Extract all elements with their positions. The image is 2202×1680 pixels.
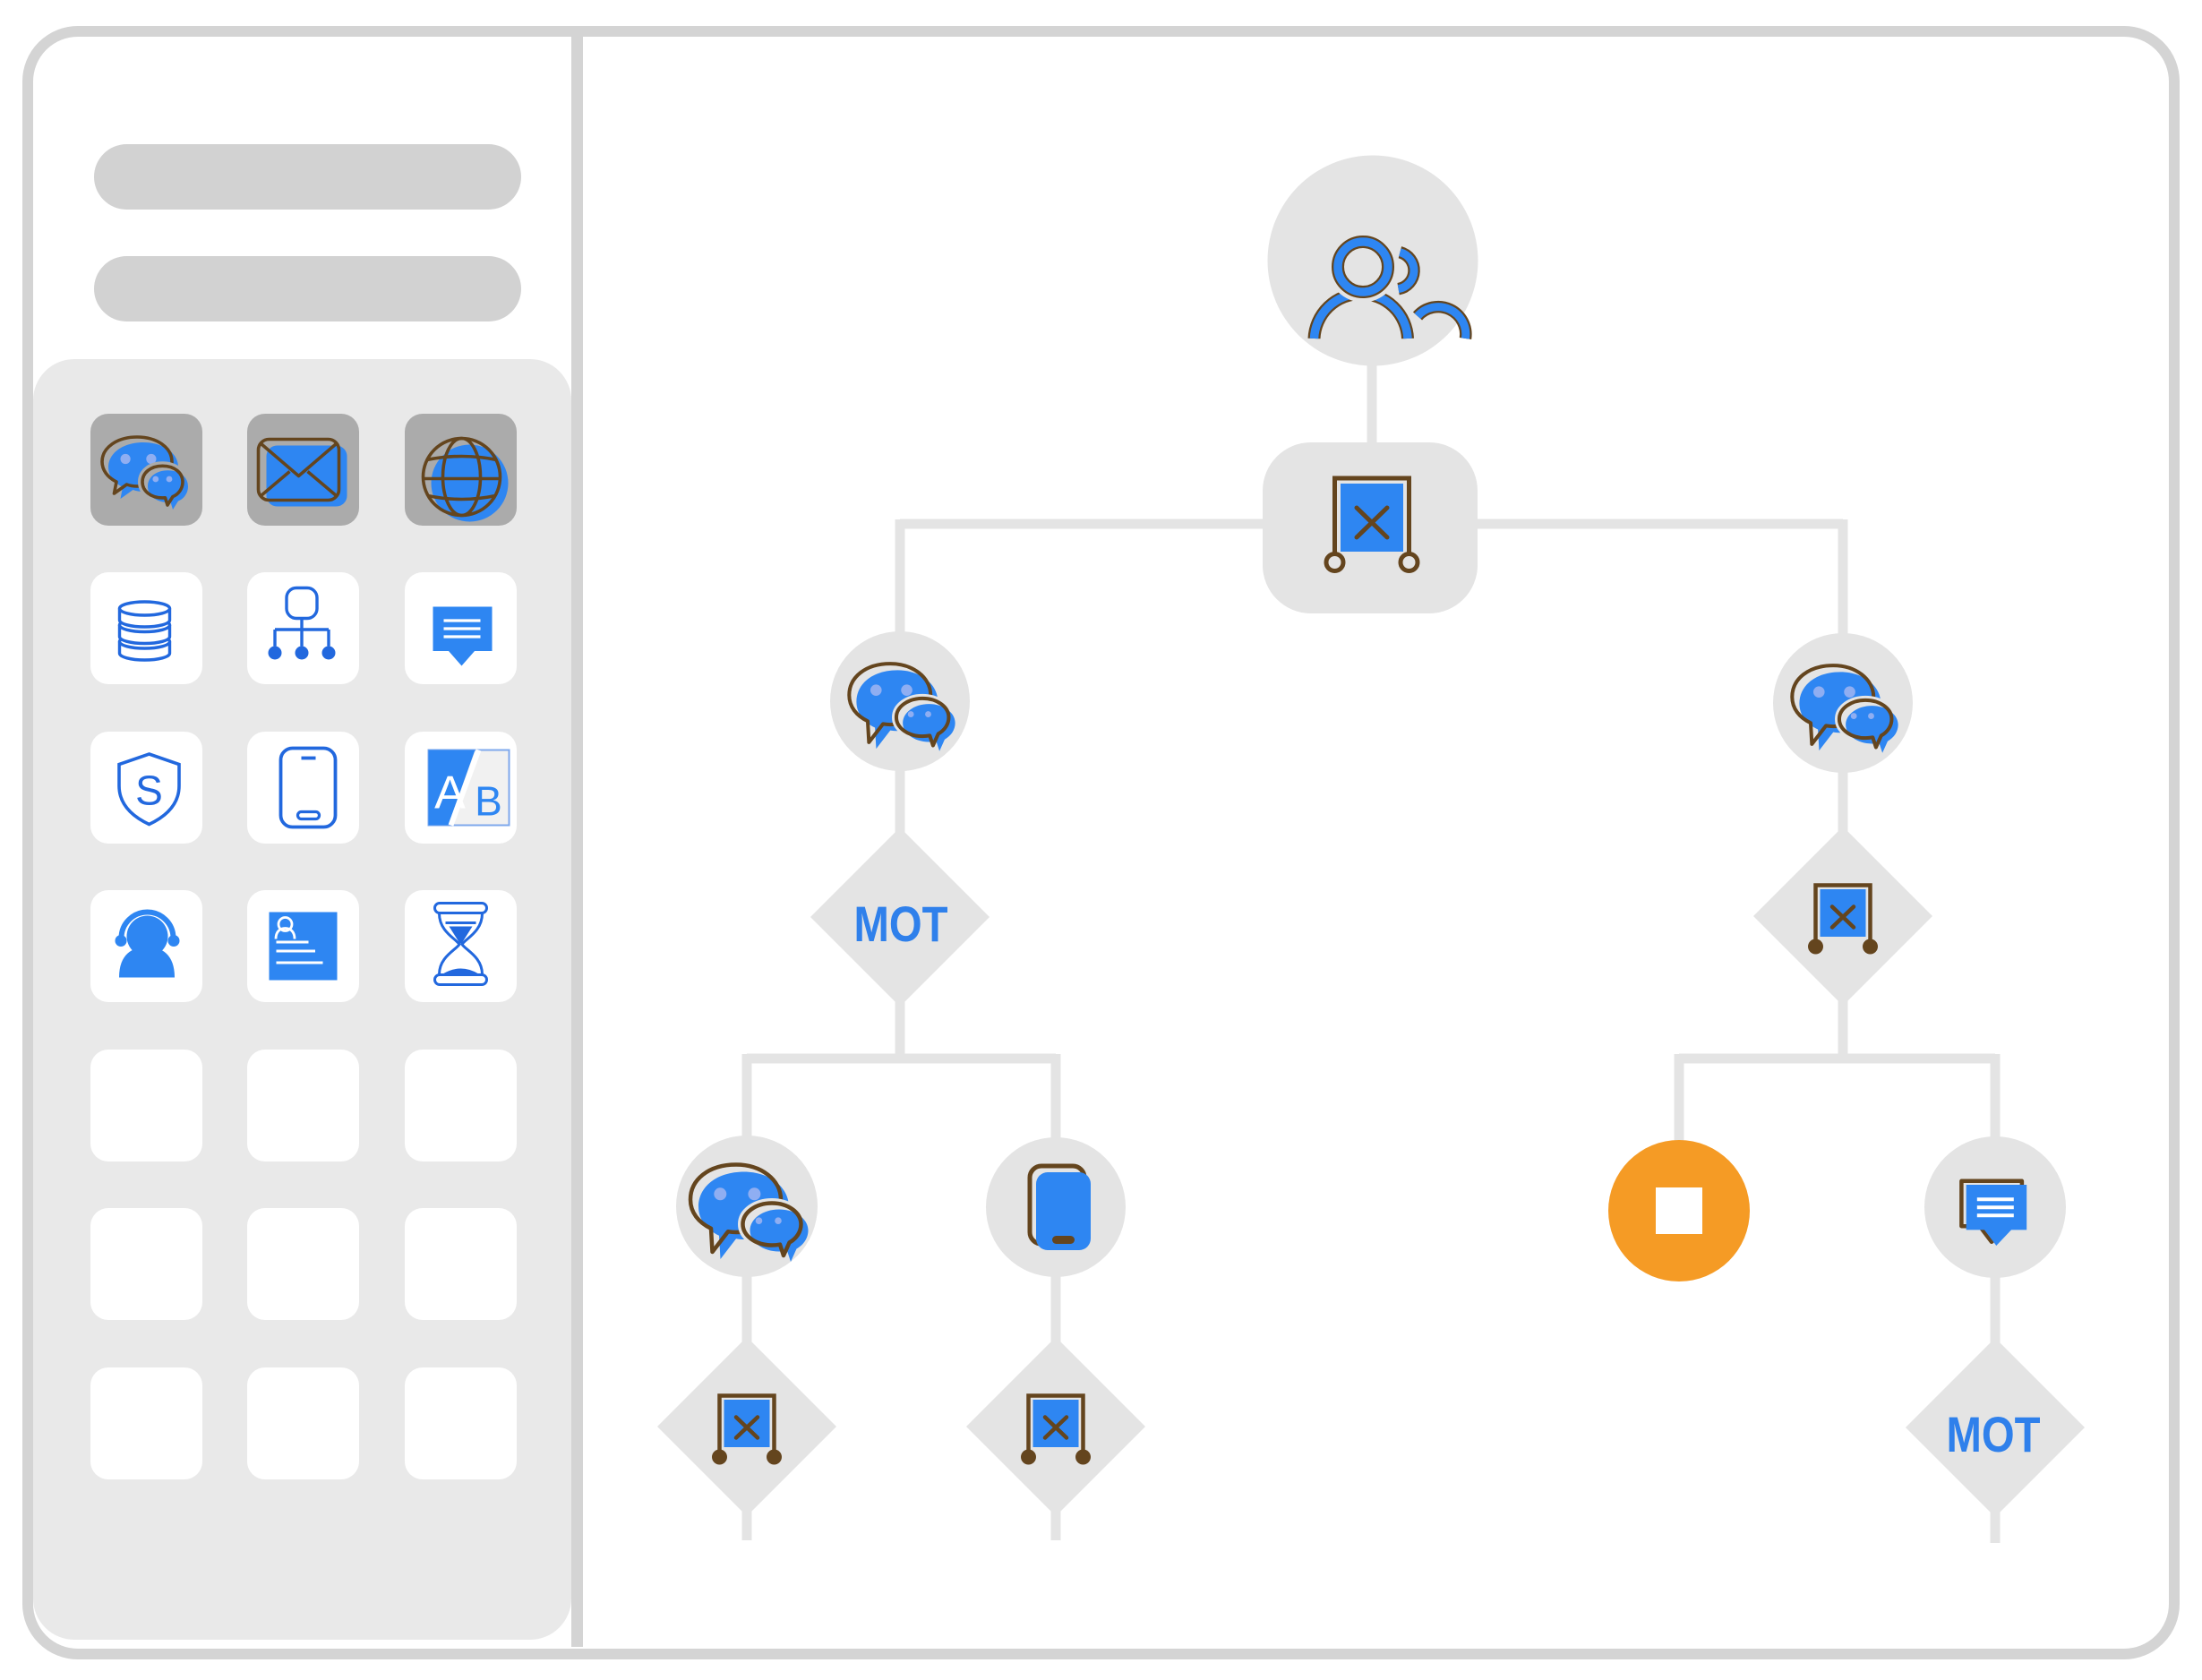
svg-text:MOT: MOT: [1947, 1406, 2041, 1462]
svg-text:MOT: MOT: [854, 896, 948, 952]
